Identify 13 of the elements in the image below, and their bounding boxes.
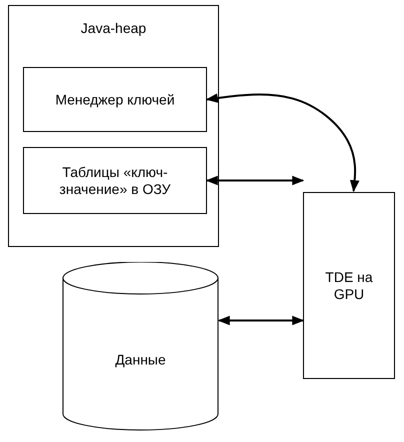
container-box bbox=[8, 5, 219, 247]
process-box bbox=[23, 147, 207, 214]
arrow bbox=[218, 316, 304, 326]
node-label: Менеджер ключей bbox=[54, 91, 176, 108]
arrow bbox=[206, 93, 360, 192]
process-box bbox=[303, 192, 395, 379]
container-title: Java-heap bbox=[80, 20, 148, 37]
node-label: TDE на GPU bbox=[324, 268, 374, 302]
process-box bbox=[23, 67, 207, 132]
database-cylinder bbox=[62, 262, 219, 431]
arrow bbox=[206, 176, 304, 186]
node-label: Таблицы «ключ-значение» в ОЗУ bbox=[58, 164, 172, 198]
node-label: Данные bbox=[114, 352, 167, 369]
